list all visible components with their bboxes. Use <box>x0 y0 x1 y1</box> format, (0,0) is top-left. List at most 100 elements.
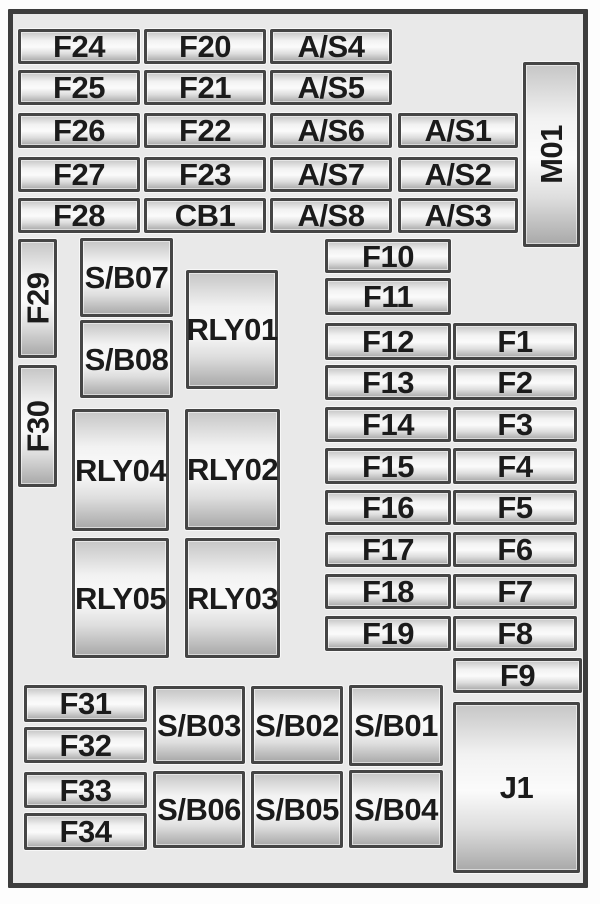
fuse-slot-label: S/B05 <box>255 792 339 827</box>
fuse-slot-sb07: S/B07 <box>80 238 173 317</box>
fuse-slot-label: RLY01 <box>186 312 278 347</box>
fuse-slot-rly04: RLY04 <box>72 409 169 531</box>
fuse-slot-m01: M01 <box>523 62 580 247</box>
fuse-slot-f23: F23 <box>144 157 266 192</box>
fuse-slot-label: S/B08 <box>84 341 169 377</box>
fuse-slot-label: F15 <box>362 448 414 484</box>
fuse-slot-sb08: S/B08 <box>80 320 173 398</box>
fuse-slot-f26: F26 <box>18 113 140 148</box>
fuse-slot-f11: F11 <box>325 278 451 315</box>
fuse-slot-f28: F28 <box>18 198 140 233</box>
fuse-slot-label: M01 <box>534 125 569 184</box>
fuse-slot-f4: F4 <box>453 448 577 484</box>
fuse-slot-f8: F8 <box>453 616 577 651</box>
fuse-slot-label: F17 <box>362 532 414 567</box>
fuse-slot-label: RLY03 <box>186 580 279 616</box>
fuse-slot-label: A/S3 <box>424 198 492 233</box>
fuse-slot-as5: A/S5 <box>270 70 392 105</box>
fuse-slot-cb1: CB1 <box>144 198 266 233</box>
fuse-slot-f18: F18 <box>325 574 451 609</box>
fuse-slot-f25: F25 <box>18 70 140 105</box>
fuse-slot-f6: F6 <box>453 532 577 567</box>
fuse-slot-f31: F31 <box>24 685 147 722</box>
fuse-slot-label: F9 <box>499 658 536 693</box>
fuse-slot-label: F34 <box>59 814 112 849</box>
fuse-slot-label: F13 <box>362 365 414 400</box>
fuse-slot-label: F23 <box>179 157 231 192</box>
fuse-slot-label: F20 <box>179 29 231 64</box>
fuse-slot-f33: F33 <box>24 772 147 808</box>
fuse-slot-label: F3 <box>497 407 533 442</box>
fuse-slot-j1: J1 <box>453 702 580 873</box>
fuse-slot-label: F32 <box>59 727 112 763</box>
fuse-slot-label: J1 <box>499 770 534 805</box>
fuse-slot-as6: A/S6 <box>270 113 392 148</box>
fuse-slot-f2: F2 <box>453 365 577 400</box>
fuse-slot-label: A/S2 <box>424 157 492 192</box>
fuse-slot-sb04: S/B04 <box>349 770 443 848</box>
fuse-slot-f24: F24 <box>18 29 140 64</box>
fuse-slot-label: A/S1 <box>424 113 492 148</box>
fuse-slot-f3: F3 <box>453 407 577 442</box>
fuse-slot-as1: A/S1 <box>398 113 518 148</box>
fuse-slot-f17: F17 <box>325 532 451 567</box>
fuse-slot-label: F33 <box>59 772 112 808</box>
fuse-slot-label: A/S8 <box>297 198 365 233</box>
fuse-slot-as4: A/S4 <box>270 29 392 64</box>
fuse-slot-label: F21 <box>179 70 231 105</box>
fuse-slot-label: S/B06 <box>157 792 241 827</box>
fuse-slot-label: F19 <box>362 616 414 651</box>
fuse-slot-sb02: S/B02 <box>251 686 343 764</box>
fuse-slot-label: F10 <box>362 238 414 274</box>
fuse-slot-f27: F27 <box>18 157 140 192</box>
fuse-slot-label: F27 <box>53 157 105 192</box>
fuse-slot-f19: F19 <box>325 616 451 651</box>
fuse-slot-label: F18 <box>362 574 414 609</box>
fuse-slot-rly05: RLY05 <box>72 538 169 658</box>
fuse-slot-label: S/B07 <box>84 260 169 295</box>
fuse-slot-label: F12 <box>362 324 414 359</box>
fuse-slot-label: F7 <box>497 574 533 609</box>
fuse-slot-label: RLY02 <box>186 452 279 487</box>
fuse-slot-label: S/B01 <box>354 708 438 743</box>
fuse-slot-f21: F21 <box>144 70 266 105</box>
fuse-slot-label: F16 <box>362 490 414 525</box>
fuse-slot-f12: F12 <box>325 323 451 360</box>
fuse-slot-label: F2 <box>497 365 533 400</box>
fuse-slot-label: A/S7 <box>297 157 365 192</box>
fuse-slot-label: F14 <box>362 407 414 442</box>
fuse-slot-label: S/B03 <box>157 707 241 743</box>
fuse-slot-f1: F1 <box>453 323 577 360</box>
fuse-slot-label: F4 <box>497 448 533 484</box>
fuse-slot-rly01: RLY01 <box>186 270 278 389</box>
fuse-slot-f22: F22 <box>144 113 266 148</box>
fuse-slot-label: F22 <box>179 113 231 148</box>
fuse-slot-label: F6 <box>497 532 533 567</box>
fuse-slot-label: CB1 <box>174 198 236 233</box>
fuse-slot-f5: F5 <box>453 490 577 525</box>
fuse-slot-f13: F13 <box>325 365 451 400</box>
fuse-slot-f29: F29 <box>18 239 57 358</box>
fuse-slot-label: F31 <box>59 686 112 721</box>
fuse-slot-f20: F20 <box>144 29 266 64</box>
fuse-slot-label: F30 <box>20 400 56 452</box>
fuse-slot-label: F1 <box>497 324 533 359</box>
fuse-slot-f30: F30 <box>18 365 57 487</box>
fuse-slot-label: F25 <box>53 70 105 105</box>
fuse-slot-as8: A/S8 <box>270 198 392 233</box>
fuse-slot-label: A/S6 <box>297 113 365 148</box>
fuse-slot-label: F28 <box>53 198 105 233</box>
fuse-slot-f32: F32 <box>24 727 147 763</box>
fuse-slot-label: RLY05 <box>74 580 167 616</box>
fuse-slot-label: F29 <box>20 272 56 325</box>
fuse-slot-f10: F10 <box>325 239 451 273</box>
fuse-slot-label: F8 <box>497 616 533 651</box>
fuse-slot-label: A/S5 <box>297 70 365 105</box>
fuse-slot-label: RLY04 <box>74 452 167 488</box>
fuse-slot-label: F5 <box>497 490 533 525</box>
fuse-slot-label: S/B02 <box>255 707 339 743</box>
fuse-slot-f16: F16 <box>325 490 451 525</box>
fuse-slot-f9: F9 <box>453 658 582 693</box>
fuse-slot-sb03: S/B03 <box>153 686 245 764</box>
fuse-slot-as3: A/S3 <box>398 198 518 233</box>
